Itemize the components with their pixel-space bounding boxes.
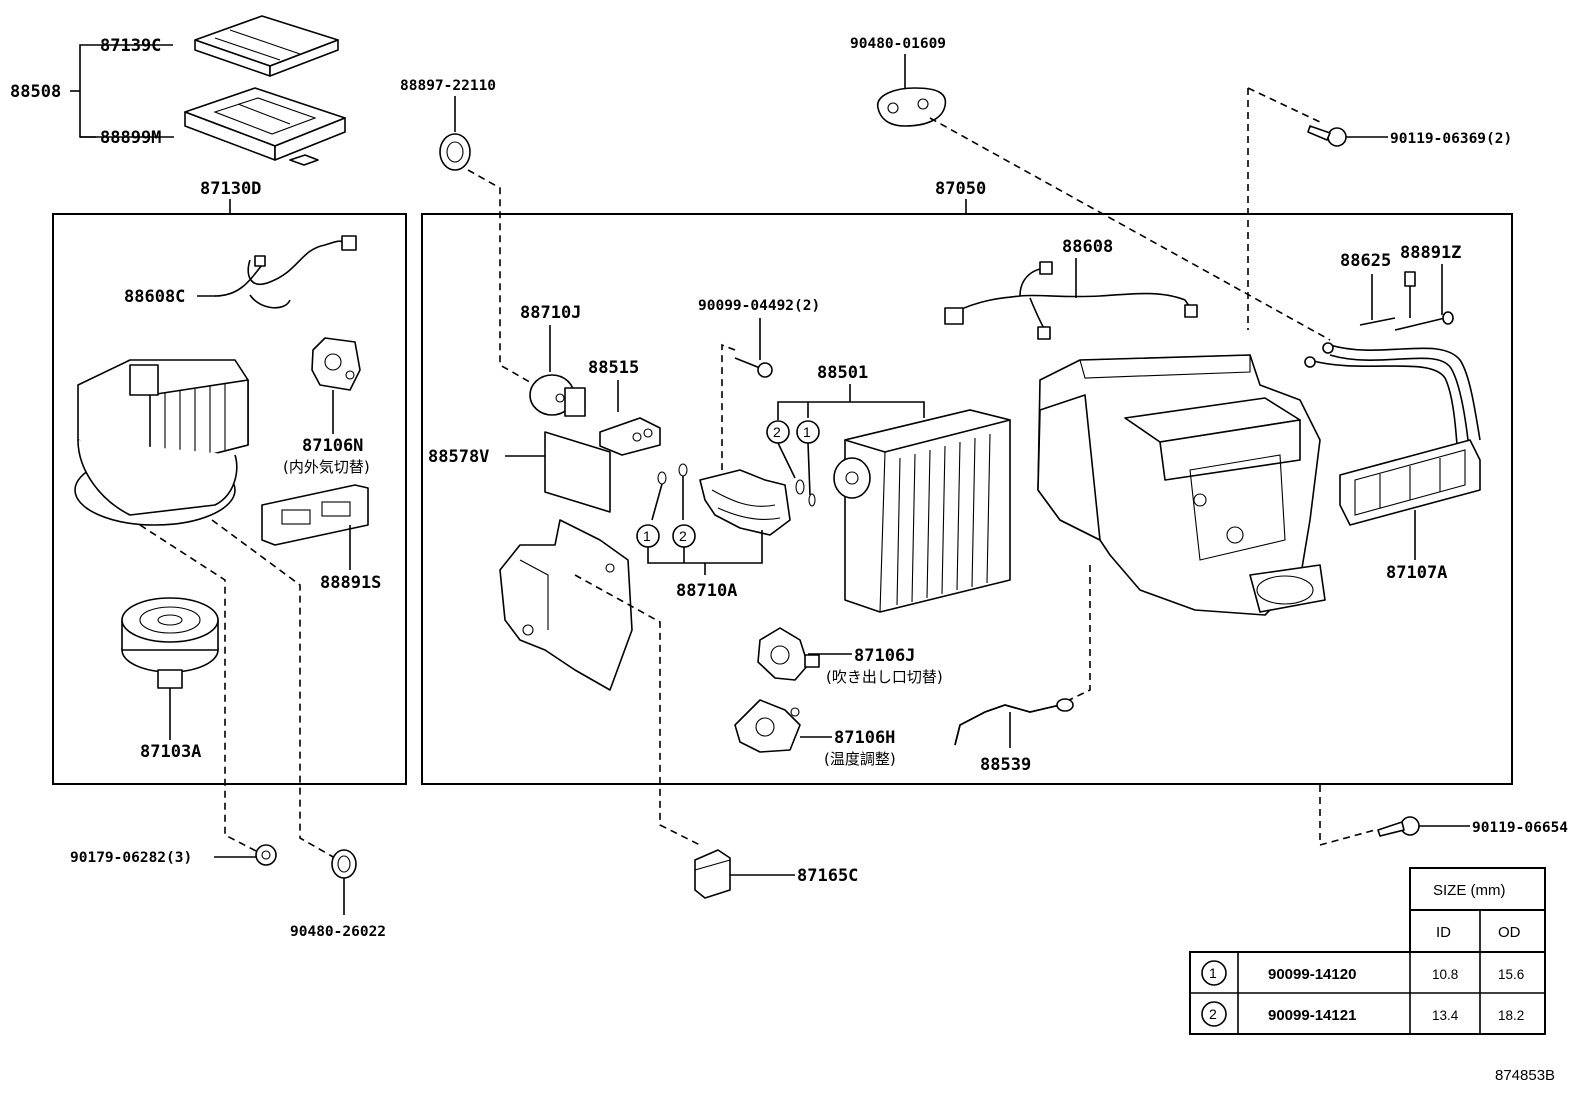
blower-motor-drawing: [121, 597, 219, 689]
servo-temp-drawing: [734, 699, 801, 753]
servo-inside-outside-drawing: [311, 337, 361, 391]
label-grommet-top: 88897-22110: [400, 78, 496, 94]
servo-mode-drawing: [757, 627, 820, 681]
duct-drawing: [499, 519, 633, 691]
label-filter-element: 87139C: [100, 36, 161, 56]
note-servo-mode: (吹き出し口切替): [826, 668, 943, 686]
diagram-reference-number: 874853B: [1495, 1067, 1555, 1084]
sensor-cooler-drawing: [529, 374, 586, 417]
bolt-mid-drawing: [734, 357, 773, 378]
filter-case-drawing: [184, 87, 346, 166]
expansion-valve-drawing: [657, 463, 791, 536]
label-radiator-unit: 87050: [935, 179, 986, 199]
grommet-bottom-drawing: [331, 849, 357, 879]
label-blower-unit: 87130D: [200, 179, 261, 199]
drain-hose-drawing: [954, 698, 1074, 746]
blower-housing-drawing: [74, 359, 249, 526]
radiator-unit-box: [421, 213, 1513, 785]
size-row-1-id: 10.8: [1432, 967, 1458, 982]
size-table: SIZE (mm) ID OD 1 90099-14120 10.8 15.6 …: [1189, 867, 1546, 1035]
damper-plate-drawing: [261, 484, 369, 546]
size-row-1-marker: 1: [1209, 965, 1217, 981]
label-drain-hose: 88539: [980, 755, 1031, 775]
nut-bottom-left-drawing: [255, 844, 277, 866]
size-row-2-id: 13.4: [1432, 1008, 1459, 1023]
label-amplifier: 87165C: [797, 866, 858, 886]
size-table-col-od: OD: [1498, 924, 1521, 941]
callout-2-right: 2: [773, 424, 781, 440]
size-row-2-marker: 2: [1209, 1006, 1217, 1022]
callout-2-left: 2: [679, 528, 687, 544]
size-row-2-part: 90099-14121: [1268, 1007, 1356, 1024]
label-damper-plate: 88891S: [320, 573, 381, 593]
label-screw-top-right: 90119-06369(2): [1390, 131, 1512, 147]
seal-v-drawing: [544, 431, 611, 513]
label-plug-top: 90480-01609: [850, 36, 946, 52]
screw-bottom-right-drawing: [1377, 816, 1420, 837]
size-table-title: SIZE (mm): [1433, 882, 1506, 899]
label-nut-bottom-left: 90179-06282(3): [70, 850, 192, 866]
label-relay-blower: 88515: [588, 358, 639, 378]
relay-blower-drawing: [599, 417, 661, 456]
grommet-top-drawing: [439, 133, 471, 171]
screw-top-right-drawing: [1307, 125, 1347, 147]
size-row-2-od: 18.2: [1498, 1008, 1524, 1023]
size-table-col-id: ID: [1436, 924, 1451, 941]
label-screw-bottom-right: 90119-06654: [1472, 820, 1568, 836]
callout-1-right: 1: [803, 424, 811, 440]
label-blower-wire: 88608C: [124, 287, 185, 307]
label-seal-v: 88578V: [428, 447, 489, 467]
wire-unit-drawing: [944, 261, 1198, 340]
label-wire-unit: 88608: [1062, 237, 1113, 257]
label-thermistor: 88625: [1340, 251, 1391, 271]
note-servo-inside-outside: (内外気切替): [283, 458, 370, 476]
filter-element-drawing: [194, 15, 339, 77]
label-servo-temp: 87106H: [834, 728, 895, 748]
label-servo-mode: 87106J: [854, 646, 915, 666]
evaporator-drawing: [833, 409, 1011, 613]
label-filter-assy: 88508: [10, 82, 61, 102]
plug-top-drawing: [877, 87, 947, 127]
label-seal-z: 88891Z: [1400, 243, 1461, 263]
label-heater-core: 87107A: [1386, 563, 1447, 583]
heater-core-drawing: [1304, 342, 1481, 526]
callout-1-left: 1: [643, 528, 651, 544]
size-row-1-od: 15.6: [1498, 967, 1524, 982]
label-bolt-mid: 90099-04492(2): [698, 298, 820, 314]
amplifier-drawing: [694, 849, 731, 899]
size-row-1-part: 90099-14120: [1268, 966, 1356, 983]
label-filter-case: 88899M: [100, 128, 161, 148]
label-evaporator: 88501: [817, 363, 868, 383]
label-sensor-cooler: 88710J: [520, 303, 581, 323]
label-grommet-bottom: 90480-26022: [290, 924, 386, 940]
thermistor-drawing: [1359, 271, 1454, 331]
blower-wire-drawing: [214, 235, 357, 309]
note-servo-temp: (温度調整): [824, 750, 896, 768]
label-blower-motor: 87103A: [140, 742, 201, 762]
heater-housing-drawing: [1037, 354, 1326, 616]
label-expansion-valve: 88710A: [676, 581, 737, 601]
label-servo-inside-outside: 87106N: [302, 436, 363, 456]
